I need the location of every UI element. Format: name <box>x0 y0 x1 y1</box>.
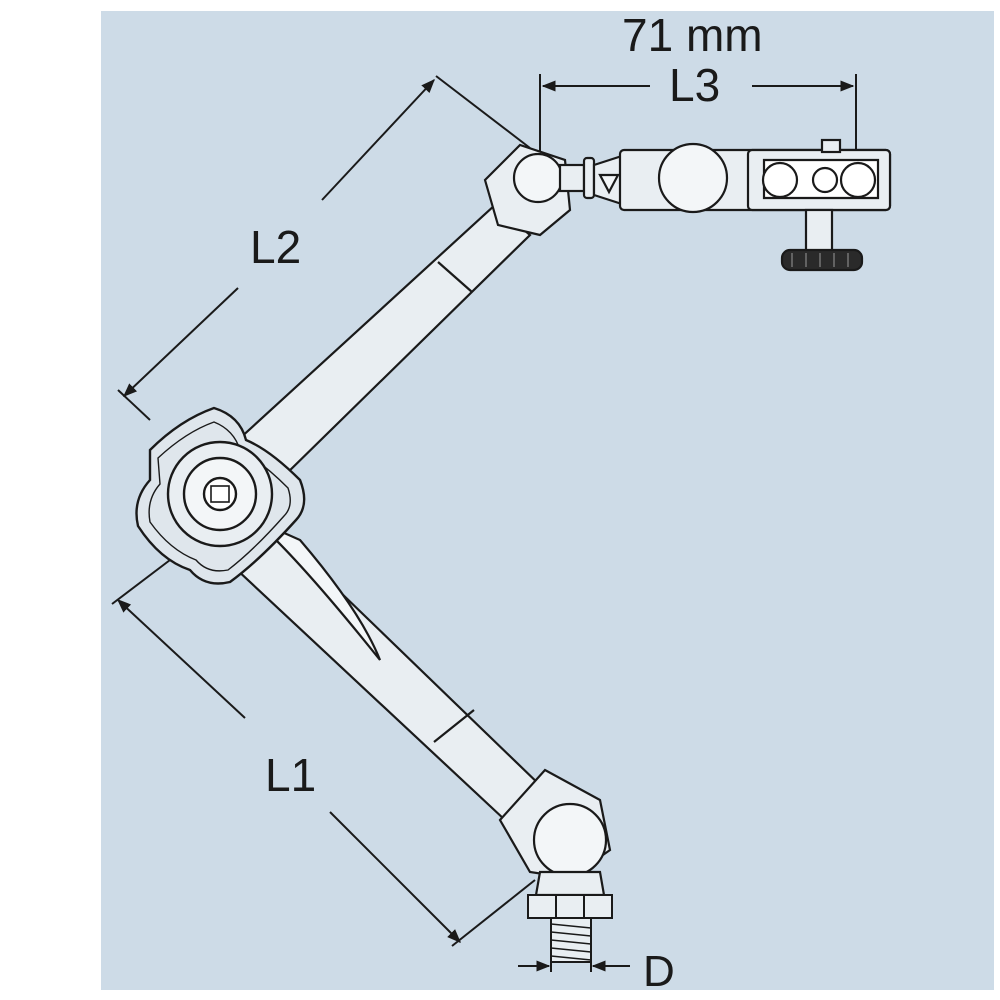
l1-dim-top <box>116 599 246 719</box>
l2-ext-top <box>435 75 531 149</box>
l2-dim-bottom <box>122 287 239 397</box>
dimension-value-71mm: 71 mm <box>622 9 763 61</box>
clamp-icon <box>558 138 892 272</box>
l2-dim-top <box>321 78 435 201</box>
hex-knob-icon <box>135 406 306 585</box>
bottom-joint <box>498 768 612 897</box>
dimension-label-d: D <box>643 947 675 996</box>
l1-dim-bottom <box>329 811 461 943</box>
dimension-label-l3: L3 <box>669 59 721 111</box>
dimension-label-l2: L2 <box>250 221 302 273</box>
dimension-label-l1: L1 <box>265 749 317 801</box>
thread-stud-icon <box>527 894 613 963</box>
top-joint <box>483 143 572 237</box>
l2-ext-bottom <box>117 389 151 421</box>
l1-ext-bottom <box>451 879 536 947</box>
l1-ext-top <box>111 559 171 605</box>
dimension-lines <box>111 74 857 972</box>
